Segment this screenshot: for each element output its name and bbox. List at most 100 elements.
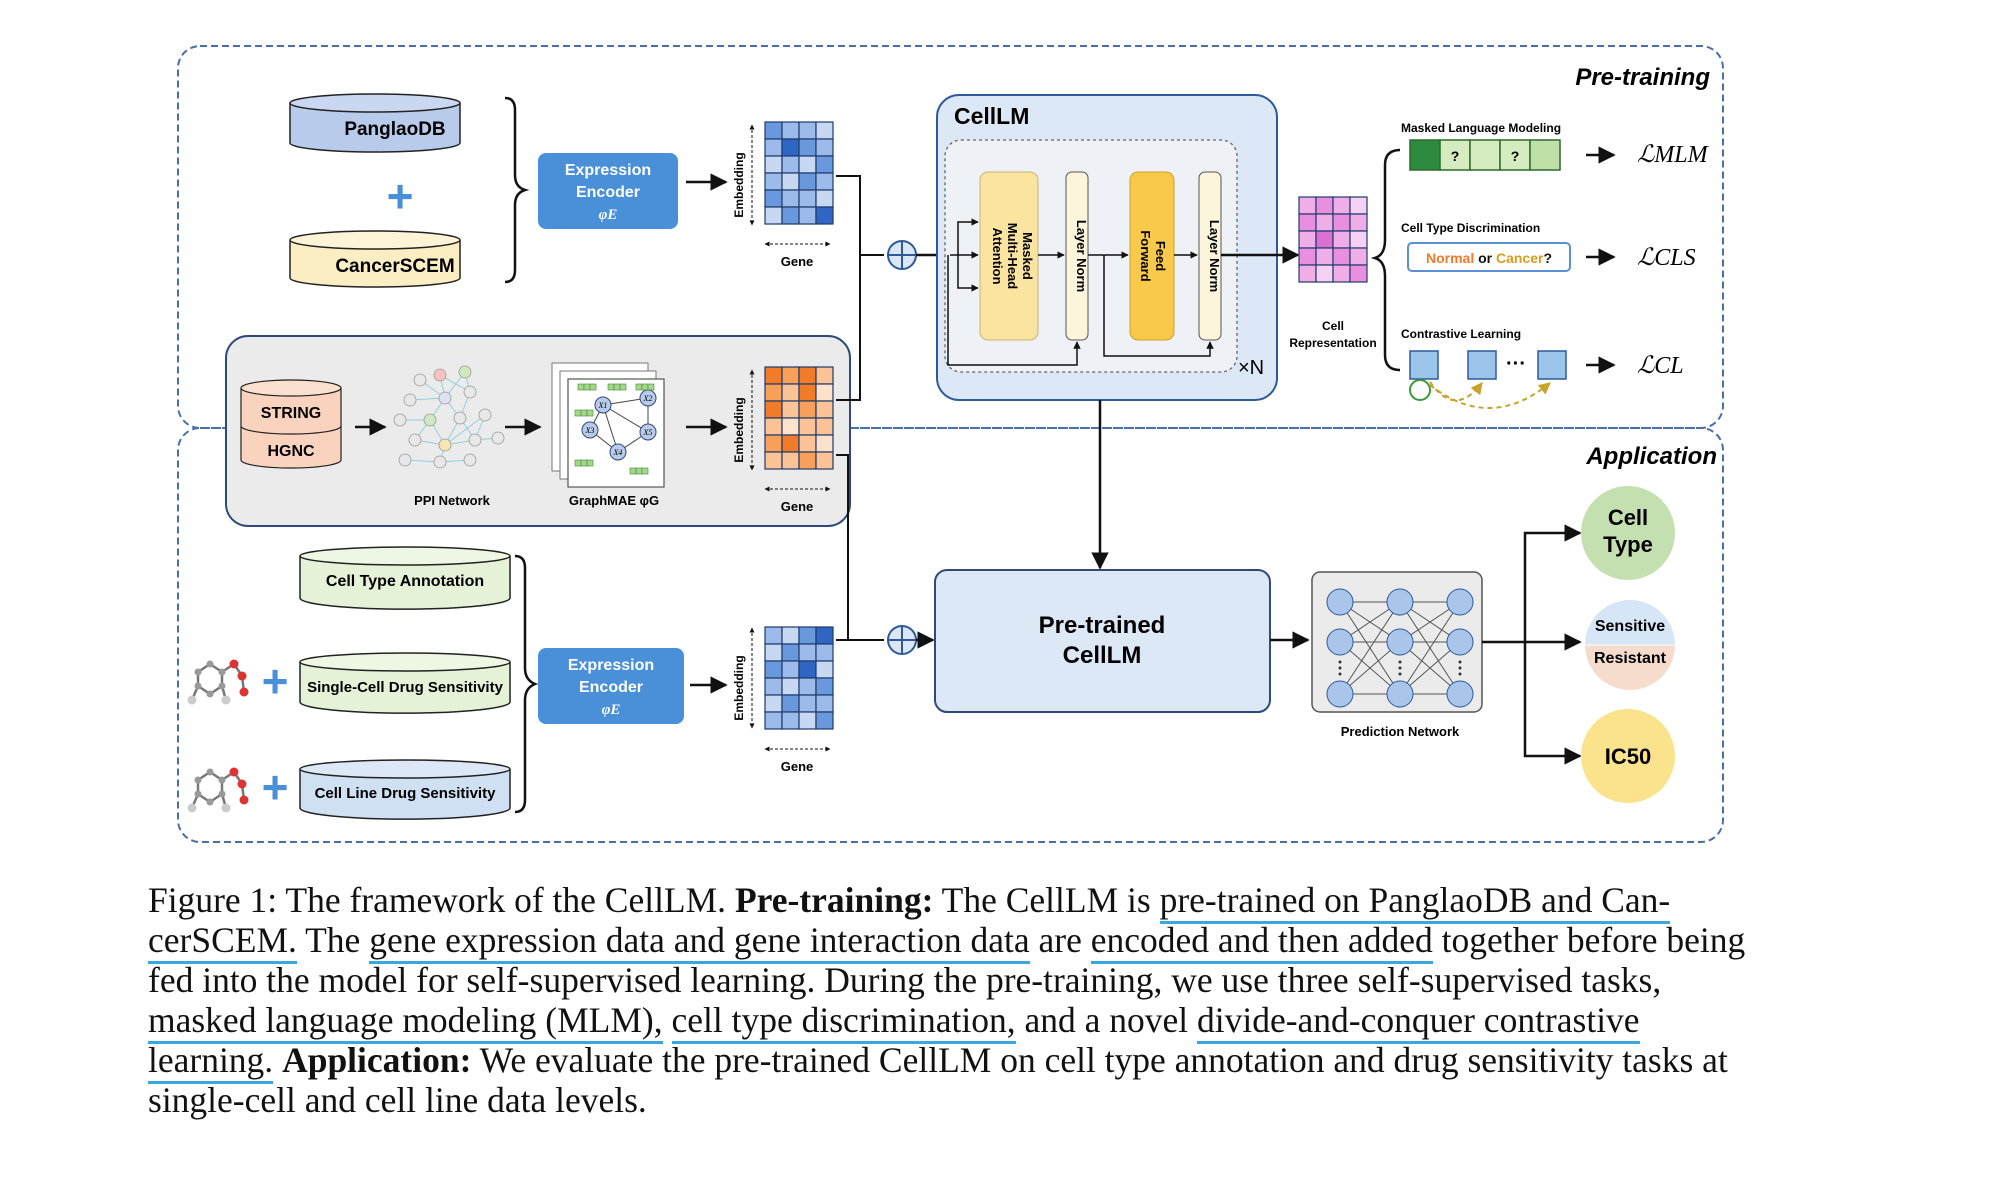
cls-task-label: Cell Type Discrimination	[1401, 221, 1540, 235]
atom	[187, 695, 197, 705]
matrix-cell	[1349, 230, 1368, 249]
matrix-cell	[798, 434, 817, 453]
matrix-cell	[798, 383, 817, 402]
mask-token-label: ?	[1511, 148, 1520, 164]
cell-line-plus: +	[262, 761, 289, 813]
embedding-label-graph: Embedding	[732, 397, 746, 462]
matrix-cell	[781, 451, 800, 470]
graph-node-label: X4	[613, 448, 623, 457]
mlm-token	[1469, 139, 1501, 171]
caption-label: Figure 1: The framework of the CellLM.	[148, 880, 735, 920]
embedding-matrix-application	[764, 626, 834, 730]
caption-text	[663, 1000, 672, 1040]
matrix-cell	[798, 660, 817, 679]
mlm-loss: ℒMLM	[1637, 142, 1710, 168]
network-node	[1446, 680, 1474, 708]
caption-text: together before being fed into the model…	[148, 920, 1746, 1000]
ppi-network-label: PPI Network	[414, 493, 491, 508]
ppi-node	[463, 453, 477, 467]
svg-text:Encoder: Encoder	[576, 184, 640, 201]
graph-node-label: X5	[643, 428, 653, 437]
output-sensitivity: Sensitive Resistant	[1585, 600, 1675, 690]
ppi-node	[453, 411, 467, 425]
ppi-node	[438, 438, 452, 452]
matrix-cell	[781, 189, 800, 208]
cancerscem-label: CancerSCEM	[335, 256, 454, 277]
celllm-block: CellLM MaskedMulti-HeadAttention Layer N…	[936, 94, 1278, 401]
pretraining-title: Pre-training	[1575, 64, 1710, 91]
matrix-cell	[781, 400, 800, 419]
matrix-cell	[781, 138, 800, 157]
output-cell-type: Cell Type	[1581, 486, 1675, 580]
matrix-cell	[1315, 196, 1334, 215]
matrix-cell	[815, 643, 834, 662]
matrix-cell	[815, 366, 834, 385]
matrix-cell	[815, 417, 834, 436]
atom	[206, 768, 214, 776]
atom	[229, 659, 239, 669]
matrix-cell	[1315, 213, 1334, 232]
atom	[239, 687, 249, 697]
caption-pretraining-head: Pre-training:	[734, 880, 934, 920]
svg-text:Pre-trained: Pre-trained	[1039, 612, 1166, 639]
gene-label: Gene	[781, 254, 814, 269]
application-brace	[514, 554, 539, 814]
embedding-matrix-graph	[764, 366, 834, 470]
graph-node	[581, 421, 599, 439]
cl-task-label: Contrastive Learning	[1401, 327, 1521, 341]
matrix-cell	[798, 711, 817, 730]
caption-text: The	[296, 920, 370, 960]
gene-label-graph: Gene	[781, 499, 814, 514]
matrix-cell	[798, 172, 817, 191]
caption-text: The CellLM is	[933, 880, 1160, 920]
application-title: Application	[1585, 443, 1717, 470]
matrix-cell	[815, 694, 834, 713]
matrix-cell	[1332, 264, 1351, 283]
matrix-cell	[815, 189, 834, 208]
matrix-cell	[781, 660, 800, 679]
ppi-node	[468, 433, 482, 447]
ppi-node	[393, 413, 407, 427]
caption-highlight-2: gene expression data and gene interactio…	[369, 920, 1030, 964]
matrix-cell	[781, 694, 800, 713]
mlm-token	[1439, 139, 1471, 171]
matrix-cell	[781, 383, 800, 402]
matrix-cell	[764, 417, 783, 436]
matrix-cell	[764, 172, 783, 191]
matrix-cell	[764, 189, 783, 208]
ppi-node	[413, 373, 427, 387]
layernorm-label-1: Layer Norm	[1074, 220, 1089, 292]
matrix-cell	[1315, 230, 1334, 249]
atom	[206, 660, 214, 668]
matrix-cell	[764, 155, 783, 174]
matrix-cell	[1332, 196, 1351, 215]
svg-text:IC50: IC50	[1605, 744, 1651, 769]
svg-text:CellLM: CellLM	[1063, 642, 1142, 669]
cancerscem-cylinder: CancerSCEM	[289, 230, 461, 288]
mlm-token	[1529, 139, 1561, 171]
network-node	[1386, 588, 1414, 616]
matrix-cell	[798, 694, 817, 713]
atom	[218, 682, 226, 690]
task-brace	[1370, 148, 1401, 372]
caption-text: are	[1029, 920, 1091, 960]
svg-text:φE: φE	[599, 207, 618, 223]
matrix-cell	[798, 138, 817, 157]
ppi-node	[433, 455, 447, 469]
matrix-cell	[1298, 264, 1317, 283]
matrix-cell	[764, 434, 783, 453]
matrix-cell	[781, 417, 800, 436]
cl-loss: ℒCL	[1637, 353, 1684, 379]
mlm-token-sequence: ??	[1409, 139, 1561, 171]
panglaodb-label: PanglaoDB	[344, 119, 445, 140]
graph-node-label: X2	[643, 394, 653, 403]
cls-loss: ℒCLS	[1637, 245, 1696, 271]
svg-text:φE: φE	[602, 702, 621, 718]
matrix-cell	[781, 434, 800, 453]
graph-node-label: X1	[598, 401, 608, 410]
cell-type-annotation-cylinder: Cell Type Annotation	[299, 546, 511, 610]
matrix-cell	[798, 643, 817, 662]
mask-token-label: ?	[1451, 148, 1460, 164]
atom	[206, 798, 214, 806]
embedding-label: Embedding	[732, 152, 746, 217]
